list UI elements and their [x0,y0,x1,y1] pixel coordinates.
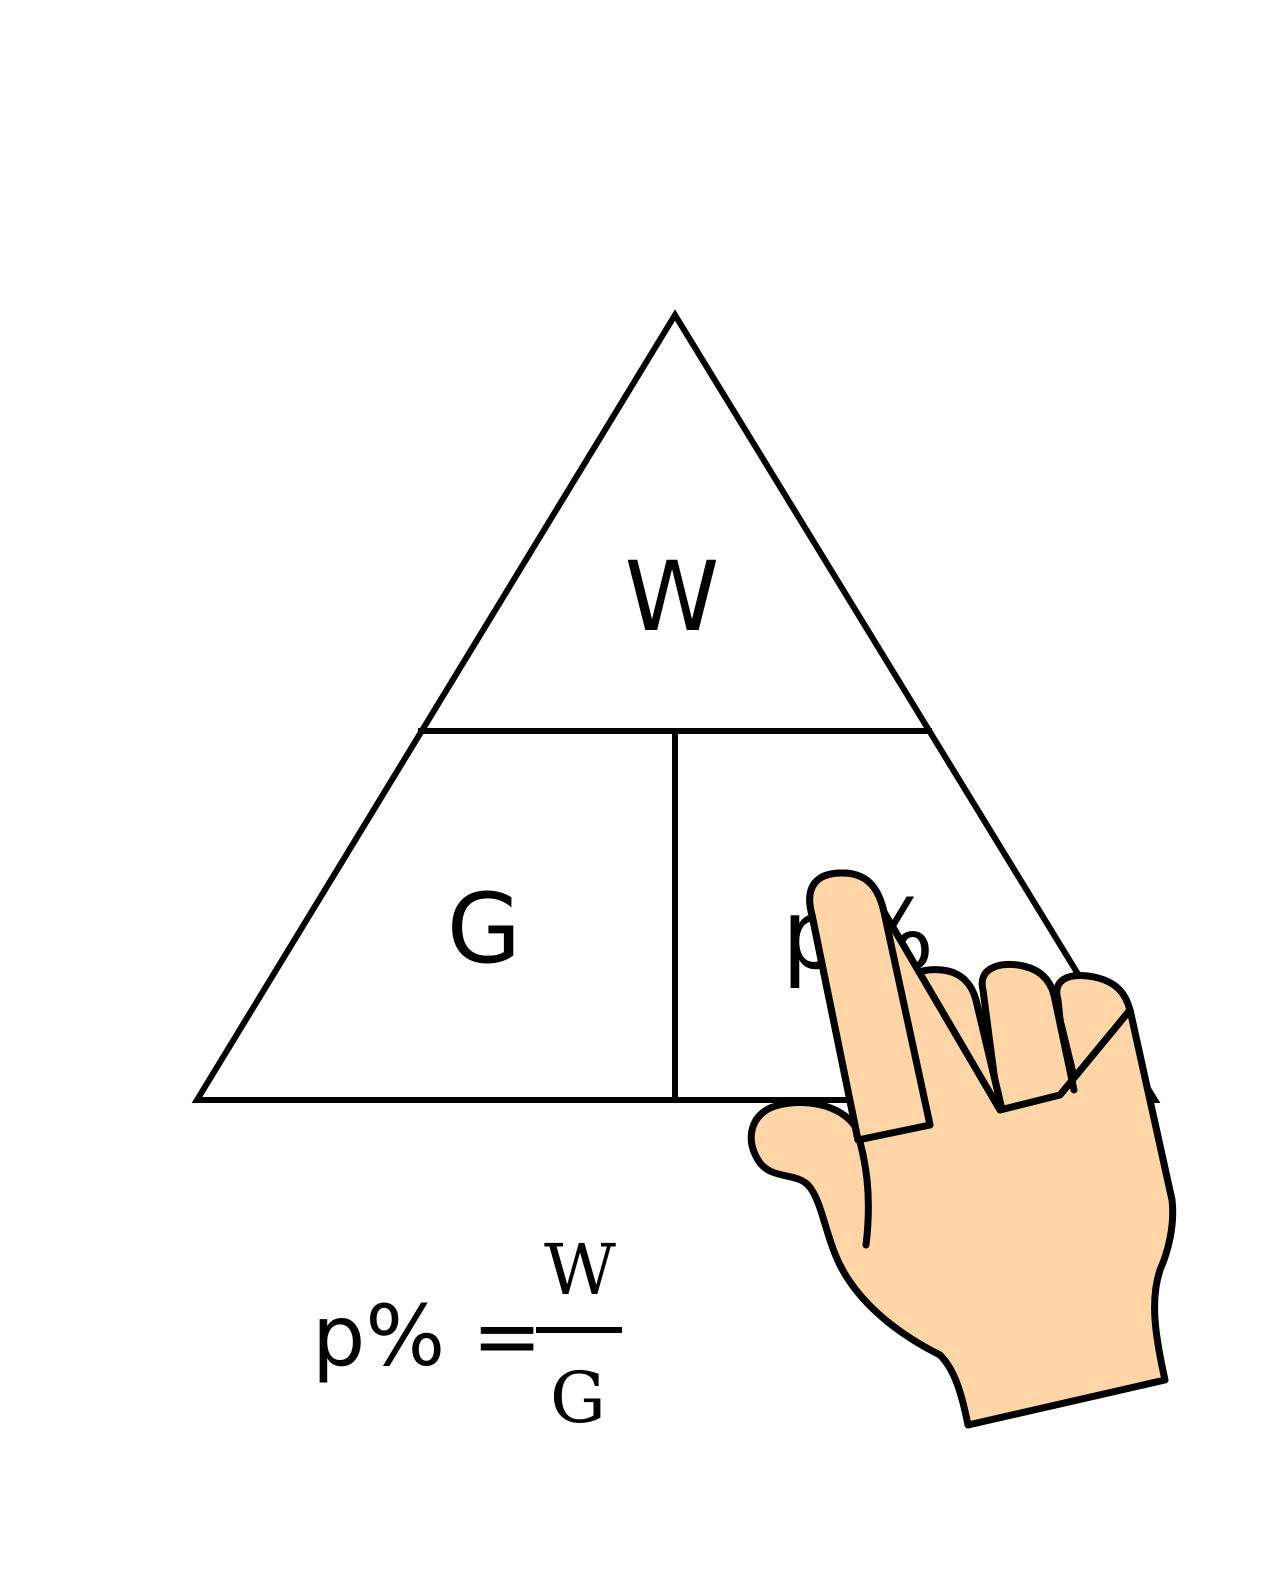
hand-line-ring [1050,991,1078,1094]
hand-finger-index [806,869,934,1144]
pointing-hand-icon [747,869,1177,1429]
bottom-left-cell-label: G [447,873,521,985]
hand-line-middle [972,996,1005,1109]
formula-denominator: G [550,1357,606,1439]
formula-numerator: W [544,1229,616,1311]
formula-lhs: p% = [312,1287,542,1385]
top-cell-label: W [625,541,720,653]
hand-line-index-edge [808,911,862,1144]
